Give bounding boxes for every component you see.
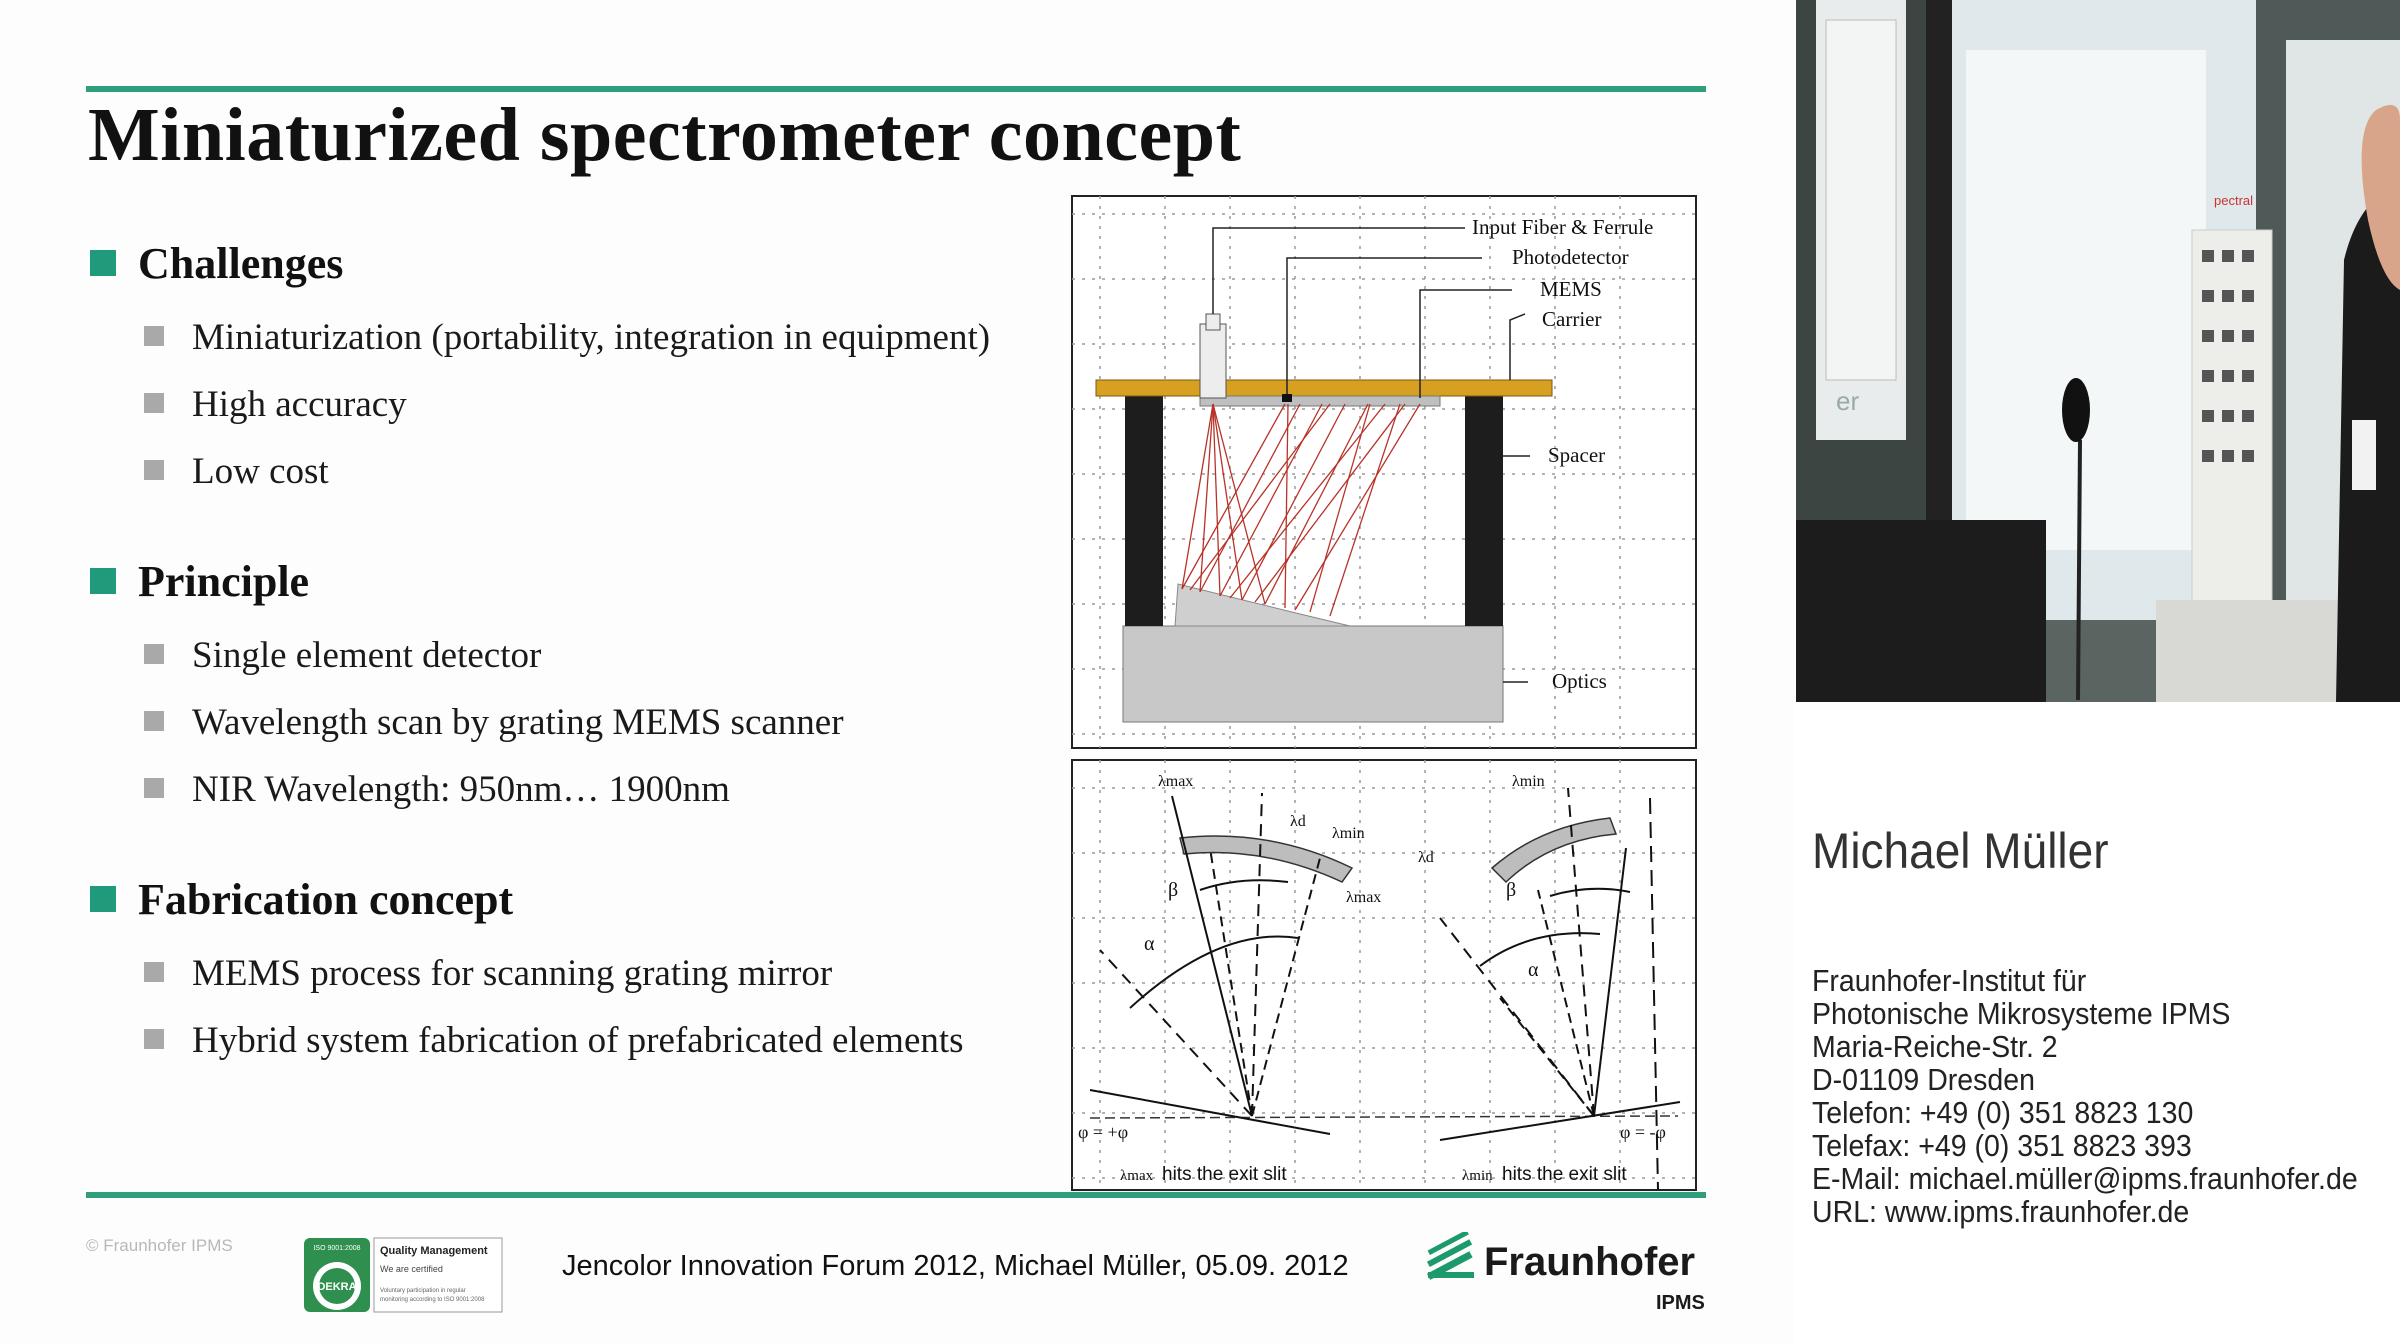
contact-line: Fraunhofer-Institut für <box>1812 963 2087 998</box>
label-beta-left: β <box>1168 879 1178 901</box>
square-bullet-icon <box>90 250 116 276</box>
svg-text:We are certified: We are certified <box>380 1264 443 1274</box>
contact-email: E-Mail: michael.müller@ipms.fraunhofer.d… <box>1812 1161 2358 1196</box>
label-lambda-min-left: λmin <box>1332 825 1365 842</box>
svg-text:monitoring according to ISO 90: monitoring according to ISO 9001:2008 <box>380 1297 485 1303</box>
square-bullet-icon <box>144 1029 164 1049</box>
speaker-video-feed: er pectral <box>1796 0 2400 702</box>
footer-event-text: Jencolor Innovation Forum 2012, Michael … <box>562 1250 1349 1282</box>
caption-right-symbol: λmin <box>1462 1168 1493 1184</box>
label-input-fiber: Input Fiber & Ferrule <box>1472 215 1653 239</box>
label-lambda-d-right: λd <box>1418 849 1434 866</box>
projected-poster-fragment: er <box>1836 386 1859 416</box>
banner-fragment: pectral <box>2214 193 2253 208</box>
bottom-rule <box>86 1192 1706 1198</box>
square-bullet-icon <box>144 778 164 798</box>
svg-text:Voluntary participation in reg: Voluntary participation in regular <box>380 1288 466 1294</box>
bullet-item: Miniaturization (portability, integratio… <box>144 316 990 359</box>
label-phi-left: φ = +φ <box>1078 1122 1128 1142</box>
top-rule <box>86 86 1706 92</box>
bullet-item: Hybrid system fabrication of prefabricat… <box>144 1019 964 1062</box>
section-heading-challenges: Challenges <box>90 238 343 289</box>
bullet-item: NIR Wavelength: 950nm… 1900nm <box>144 768 730 811</box>
caption-left-symbol: λmax <box>1120 1168 1154 1184</box>
square-bullet-icon <box>144 326 164 346</box>
square-bullet-icon <box>144 711 164 731</box>
square-bullet-icon <box>144 644 164 664</box>
bullet-item: Low cost <box>144 450 329 493</box>
label-lambda-max-right: λmax <box>1346 889 1381 906</box>
speaker-info-panel <box>1796 702 2400 1344</box>
caption-left: hits the exit slit <box>1162 1164 1287 1185</box>
slide-title: Miniaturized spectrometer concept <box>88 93 1242 177</box>
bullet-item: Wavelength scan by grating MEMS scanner <box>144 701 844 744</box>
bullet-item: MEMS process for scanning grating mirror <box>144 952 832 995</box>
label-beta-right: β <box>1506 879 1516 901</box>
label-optics: Optics <box>1552 669 1607 693</box>
square-bullet-icon <box>144 393 164 413</box>
contact-url: URL: www.ipms.fraunhofer.de <box>1812 1194 2190 1229</box>
label-alpha-left: α <box>1144 933 1155 955</box>
section-heading-fabrication: Fabrication concept <box>90 874 513 925</box>
fraunhofer-wordmark: Fraunhofer <box>1484 1240 1696 1284</box>
speaker-name: Michael Müller <box>1812 823 2109 879</box>
square-bullet-icon <box>90 568 116 594</box>
contact-fax: Telefax: +49 (0) 351 8823 393 <box>1812 1128 2192 1163</box>
copyright: © Fraunhofer IPMS <box>86 1236 233 1255</box>
label-mems: MEMS <box>1540 277 1602 301</box>
slide: Miniaturized spectrometer concept Challe… <box>86 86 1706 1314</box>
label-spacer: Spacer <box>1548 443 1605 467</box>
square-bullet-icon <box>144 962 164 982</box>
svg-text:Quality Management: Quality Management <box>380 1245 488 1257</box>
label-photodetector: Photodetector <box>1512 245 1629 269</box>
contact-line: Photonische Mikrosysteme IPMS <box>1812 996 2231 1031</box>
label-lambda-max-left: λmax <box>1158 773 1193 790</box>
contact-line: D-01109 Dresden <box>1812 1062 2036 1097</box>
spectrometer-cross-section-figure: Input Fiber & Ferrule Photodetector MEMS… <box>1071 195 1697 749</box>
square-bullet-icon <box>90 886 116 912</box>
label-carrier: Carrier <box>1542 307 1601 331</box>
label-lambda-min-right: λmin <box>1512 773 1545 790</box>
svg-text:ISO 9001:2008: ISO 9001:2008 <box>313 1245 360 1252</box>
dekra-certification-logo: ISO 9001:2008 DEKRA Quality Management W… <box>304 1237 503 1313</box>
grating-angle-diagram: λmax λd λmin β α φ = +φ λmax hits the ex… <box>1071 759 1697 1191</box>
label-lambda-d-left: λd <box>1290 813 1306 830</box>
fraunhofer-logo-icon <box>1426 1232 1474 1280</box>
label-alpha-right: α <box>1528 959 1539 981</box>
label-phi-right: φ = -φ <box>1620 1122 1666 1142</box>
caption-right: hits the exit slit <box>1502 1164 1627 1185</box>
square-bullet-icon <box>144 460 164 480</box>
contact-phone: Telefon: +49 (0) 351 8823 130 <box>1812 1095 2194 1130</box>
bullet-item: Single element detector <box>144 634 541 677</box>
bullet-item: High accuracy <box>144 383 407 426</box>
svg-text:DEKRA: DEKRA <box>317 1281 356 1293</box>
section-heading-principle: Principle <box>90 556 309 607</box>
contact-line: Maria-Reiche-Str. 2 <box>1812 1029 2058 1064</box>
ipms-wordmark: IPMS <box>1656 1292 1705 1314</box>
